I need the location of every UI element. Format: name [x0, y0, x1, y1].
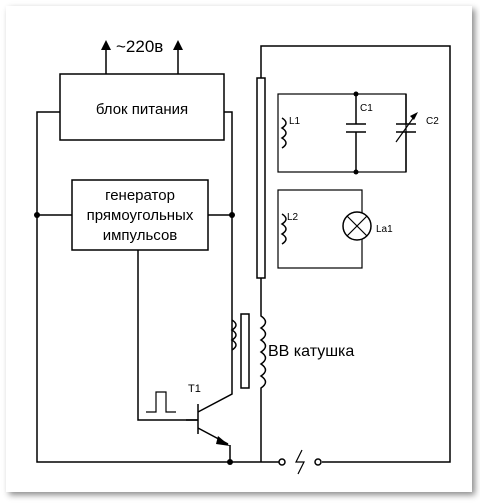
generator-line-1: генератор — [105, 187, 175, 204]
coil-l2-label: L2 — [287, 212, 299, 223]
hv-coil-label: ВВ катушка — [268, 343, 354, 360]
power-block-label: блок питания — [96, 101, 188, 118]
power-block — [59, 73, 225, 141]
outer-loop-wire — [260, 45, 451, 463]
transistor-t1 — [186, 320, 233, 462]
generator-block — [71, 179, 209, 251]
junction-dot — [229, 212, 235, 218]
lamp-label: La1 — [376, 224, 393, 235]
junction-dot — [353, 91, 359, 97]
spark-gap-terminal — [278, 458, 286, 466]
power-rails — [36, 111, 233, 463]
generator-output-wire — [137, 250, 198, 421]
generator-line-2: прямоугольных — [87, 207, 194, 224]
junction-dot — [353, 169, 359, 175]
supply-arrows — [101, 40, 183, 74]
cap-c1-label: C1 — [360, 103, 373, 114]
junction-dot — [227, 459, 233, 465]
cap-c2-label: C2 — [426, 116, 439, 127]
tank-circuit — [277, 93, 418, 173]
junction-dot — [34, 212, 40, 218]
transistor-label: T1 — [188, 383, 201, 395]
transformer-core — [240, 313, 250, 389]
lamp-circuit — [277, 189, 372, 269]
spark-gap-terminal — [314, 458, 322, 466]
hv-coil — [259, 278, 267, 462]
generator-line-3: импульсов — [103, 227, 178, 244]
coil-l1-label: L1 — [289, 116, 301, 127]
resonator-core — [256, 77, 266, 279]
primary-coil — [230, 319, 237, 351]
pulse-icon — [146, 391, 176, 413]
supply-label: ~220в — [116, 37, 163, 56]
spark-icon — [295, 449, 305, 475]
